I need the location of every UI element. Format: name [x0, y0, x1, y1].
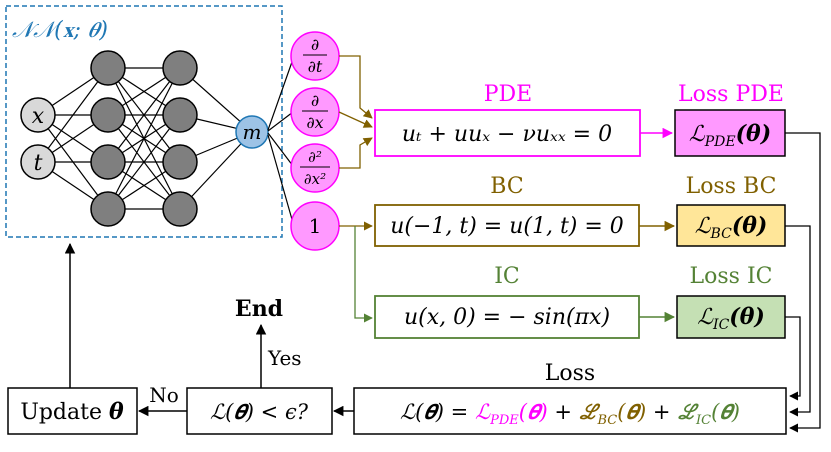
- loss-pde-box: [674, 109, 786, 157]
- network-edge: [107, 114, 181, 210]
- loss-ic-title: Loss IC: [690, 264, 773, 289]
- operator-dxx-num: ∂²: [308, 148, 322, 166]
- operator-dt-num: ∂: [311, 35, 319, 54]
- loss-bc-box: [676, 204, 786, 247]
- hidden-node: [162, 97, 198, 133]
- input-x-label: x: [32, 104, 45, 129]
- total-loss-box: [353, 387, 787, 435]
- end-label: End: [235, 296, 283, 322]
- hidden-node: [162, 144, 198, 180]
- output-node-m: m: [235, 115, 269, 149]
- hidden-node: [90, 50, 126, 86]
- operator-connections: [267, 58, 294, 224]
- operator-dt: ∂ ∂t: [290, 31, 340, 81]
- loss-aggregation-arrows: [785, 132, 821, 433]
- ic-title: IC: [494, 264, 520, 289]
- hidden-node: [162, 50, 198, 86]
- loss-ic-expr: ℒIC(𝜽): [697, 304, 765, 333]
- input-node-x: x: [20, 97, 56, 133]
- network-edge: [107, 67, 181, 163]
- operator-dxx-den: ∂x²: [304, 170, 326, 188]
- network-connections: [37, 67, 253, 210]
- hidden-node: [90, 144, 126, 180]
- update-box: [7, 387, 138, 435]
- hidden-layers: [90, 50, 198, 227]
- operator-identity: 1: [290, 201, 340, 251]
- no-label: No: [149, 383, 179, 407]
- hidden-node: [162, 191, 198, 227]
- operator-dt-den: ∂t: [308, 57, 323, 76]
- loss-bc-title: Loss BC: [686, 174, 777, 199]
- total-loss-expr: ℒ(𝜽) = ℒPDE(𝜽) + ℒBC(𝜽) + ℒIC(𝜽): [400, 400, 740, 428]
- pde-title: PDE: [484, 82, 533, 107]
- operator-dx: ∂ ∂x: [290, 87, 340, 137]
- hidden-node: [90, 191, 126, 227]
- update-label: Update 𝜽: [20, 399, 124, 425]
- loss-ic-box: [676, 295, 786, 339]
- bc-equation: u(−1, t) = u(1, t) = 0: [390, 214, 624, 239]
- bc-box: [374, 204, 640, 247]
- output-m-label: m: [243, 120, 262, 144]
- hidden-node: [90, 97, 126, 133]
- ic-box: [374, 295, 640, 339]
- input-node-t: t: [20, 144, 56, 180]
- operator-dxx: ∂² ∂x²: [290, 143, 340, 193]
- input-t-label: t: [34, 151, 43, 176]
- network-box: [5, 5, 283, 238]
- operator-to-pde-lines: [338, 55, 373, 231]
- operator-to-ic-line: [354, 226, 373, 323]
- loss-bc-expr: ℒBC(𝜽): [695, 213, 768, 242]
- network-edge: [37, 67, 109, 163]
- check-expr: ℒ(𝜽) < ϵ?: [210, 400, 309, 424]
- total-loss-title: Loss: [545, 361, 595, 386]
- network-label: 𝒩𝒩(𝐱; 𝜽): [12, 18, 108, 43]
- check-box: [186, 387, 333, 435]
- operator-dx-den: ∂x: [306, 113, 323, 132]
- operator-dx-num: ∂: [311, 91, 319, 110]
- network-edge: [107, 67, 181, 210]
- loss-pde-title: Loss PDE: [678, 82, 784, 107]
- pde-equation: uₜ + uuₓ − νuₓₓ = 0: [402, 122, 612, 147]
- loss-pde-expr: ℒPDE(𝜽): [689, 121, 771, 150]
- ic-equation: u(x, 0) = − sin(πx): [404, 305, 610, 330]
- yes-label: Yes: [267, 346, 302, 370]
- bc-title: BC: [490, 174, 523, 199]
- operator-identity-label: 1: [309, 214, 322, 238]
